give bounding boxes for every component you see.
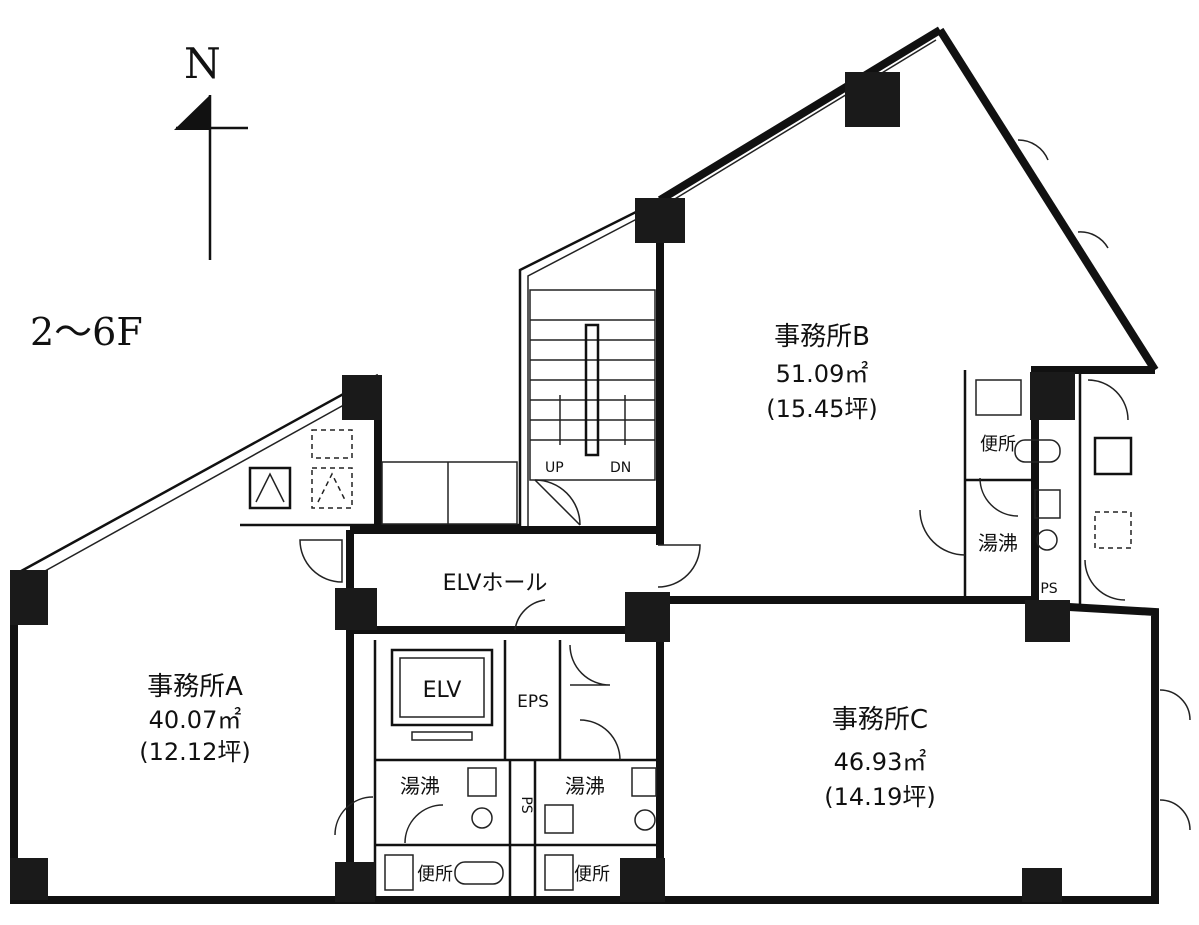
toilet-icon [1014, 439, 1061, 463]
columns [10, 72, 1075, 902]
interior-walls [240, 370, 1082, 900]
floor-label: 2～6F [30, 310, 143, 354]
staircase: UP DN [529, 289, 656, 481]
sink-icon [467, 767, 497, 797]
sink-icon [631, 767, 657, 797]
door-swing [1159, 799, 1191, 831]
toilet-right-label: 便所 [980, 434, 1016, 455]
column [1022, 868, 1062, 902]
door-swing [534, 479, 581, 526]
office-b-tsubo: (15.45坪) [766, 395, 877, 423]
column [635, 198, 685, 243]
column [10, 858, 48, 900]
door-swing [299, 539, 343, 583]
doors [299, 139, 1191, 844]
door-swing [979, 477, 1019, 517]
office-b-name: 事務所B [774, 322, 870, 352]
column [620, 858, 665, 902]
north-arrow: N [174, 39, 248, 260]
column [1030, 372, 1075, 420]
eps-label: EPS [517, 692, 549, 712]
column [845, 72, 900, 127]
door-swing [1017, 139, 1049, 161]
door-swing [514, 599, 546, 631]
elv-hall-label: ELVホール [443, 571, 548, 596]
ps-center-label: PS [518, 796, 534, 813]
shaft-icon [1093, 436, 1133, 476]
toilet-icon [384, 854, 414, 891]
door-swing [569, 644, 611, 686]
sink-icon [544, 804, 574, 834]
office-b-area: 51.09㎡ [776, 360, 869, 388]
column [342, 375, 382, 420]
kitchen-right-label: 湯沸 [978, 531, 1018, 555]
column [625, 592, 670, 642]
stairs-up-label: UP [545, 460, 564, 476]
office-c-name: 事務所C [832, 705, 928, 735]
compass-label: N [184, 39, 221, 88]
toilet-icon [544, 854, 574, 891]
door-swing [657, 544, 701, 588]
kitchen-center-label: 湯沸 [565, 774, 605, 798]
column [335, 588, 377, 630]
room-labels: 事務所A 40.07㎡ (12.12坪) 事務所B 51.09㎡ (15.45坪… [139, 322, 1057, 885]
kitchen-left-label: 湯沸 [400, 774, 440, 798]
door-swing [579, 719, 621, 761]
office-c-area: 46.93㎡ [834, 748, 927, 776]
fixtures [384, 379, 1133, 891]
elv-label: ELV [423, 678, 462, 703]
equipment-area [248, 429, 518, 525]
column [1025, 600, 1070, 642]
door-swing [1087, 379, 1129, 421]
office-a-name: 事務所A [147, 672, 243, 702]
door-swing [1077, 231, 1109, 249]
door-swing [404, 804, 444, 844]
office-c-tsubo: (14.19坪) [824, 783, 935, 811]
toilet-left-label: 便所 [417, 864, 453, 885]
ps-right-label: PS [1040, 581, 1057, 597]
toilet-center-label: 便所 [574, 864, 610, 885]
column [10, 570, 48, 625]
column [335, 862, 375, 902]
door-swing [1084, 559, 1126, 601]
office-a-area: 40.07㎡ [149, 706, 242, 734]
sink-icon [634, 809, 656, 831]
office-a-tsubo: (12.12坪) [139, 738, 250, 766]
toilet-icon [454, 861, 504, 885]
shaft-icon [1094, 511, 1132, 549]
sink-icon [471, 807, 493, 829]
toilet-icon [975, 379, 1022, 416]
stairs-down-label: DN [610, 460, 631, 476]
door-swing [1159, 689, 1191, 721]
outer-walls [10, 26, 1159, 904]
north-arrow-icon [174, 95, 210, 130]
sink-icon [1036, 529, 1058, 551]
elevator-car [390, 648, 494, 741]
door-swing [334, 796, 374, 836]
sink-icon [1034, 489, 1061, 519]
door-swing [919, 509, 966, 556]
